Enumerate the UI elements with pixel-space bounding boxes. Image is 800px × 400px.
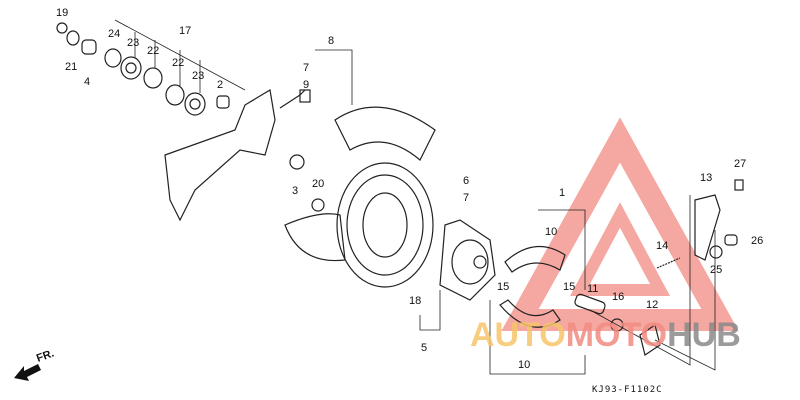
callout-13: 13 bbox=[700, 172, 712, 184]
cam-11 bbox=[574, 293, 606, 315]
callout-7b: 7 bbox=[463, 192, 469, 204]
callout-4: 4 bbox=[84, 76, 90, 88]
swing-arm bbox=[164, 89, 276, 222]
brake-shoe-lower bbox=[499, 299, 561, 328]
tire-upper bbox=[334, 106, 436, 161]
callout-3: 3 bbox=[292, 185, 298, 197]
callout-12: 12 bbox=[646, 299, 658, 311]
callout-2: 2 bbox=[217, 79, 223, 91]
collar-4 bbox=[81, 39, 97, 55]
callout-10b: 10 bbox=[518, 359, 530, 371]
callout-22b: 22 bbox=[172, 57, 184, 69]
brake-shoe-upper bbox=[504, 245, 566, 273]
callout-9: 9 bbox=[303, 79, 309, 91]
callout-8: 8 bbox=[328, 35, 334, 47]
callout-23b: 23 bbox=[192, 70, 204, 82]
washer-21 bbox=[66, 30, 80, 46]
front-arrow-icon bbox=[14, 364, 41, 381]
callout-27: 27 bbox=[734, 158, 746, 170]
callout-18: 18 bbox=[409, 295, 421, 307]
drawing-code: KJ93-F1102C bbox=[592, 385, 663, 395]
callout-16: 16 bbox=[612, 291, 624, 303]
leader-lines bbox=[114, 19, 716, 375]
callout-24: 24 bbox=[108, 28, 120, 40]
front-label: FR. bbox=[35, 347, 56, 364]
watermark-auto: AUTO bbox=[470, 316, 566, 354]
callout-6: 6 bbox=[463, 175, 469, 187]
part-drawings bbox=[56, 22, 744, 356]
callout-21: 21 bbox=[65, 61, 77, 73]
callout-11: 11 bbox=[587, 283, 598, 295]
watermark-moto: MOTO bbox=[566, 316, 667, 354]
front-direction-indicator: FR. bbox=[14, 347, 56, 381]
callout-20: 20 bbox=[312, 178, 324, 190]
watermark-hub: HUB bbox=[667, 316, 741, 354]
callout-10: 10 bbox=[545, 226, 557, 238]
callout-22: 22 bbox=[147, 45, 159, 57]
nut-19 bbox=[56, 22, 68, 34]
callout-19: 19 bbox=[56, 7, 68, 19]
callout-26: 26 bbox=[751, 235, 763, 247]
callout-15: 15 bbox=[497, 281, 509, 293]
callout-7: 7 bbox=[303, 62, 309, 74]
callout-14: 14 bbox=[656, 240, 668, 252]
callout-5: 5 bbox=[421, 342, 427, 354]
tire-lower bbox=[284, 213, 346, 262]
callout-15b: 15 bbox=[563, 281, 575, 293]
callout-17: 17 bbox=[179, 25, 191, 37]
wheel-rim bbox=[336, 162, 434, 288]
brake-panel bbox=[439, 219, 496, 301]
svg-text:AUTOMOTOHUB: AUTOMOTOHUB bbox=[470, 316, 741, 354]
callout-labels: 19 21 4 24 23 22 22 23 17 2 8 7 9 3 20 6… bbox=[56, 7, 763, 371]
callout-23: 23 bbox=[127, 37, 139, 49]
callout-25: 25 bbox=[710, 264, 722, 276]
brake-arm-13 bbox=[694, 194, 721, 261]
callout-1: 1 bbox=[559, 187, 565, 199]
watermark-logo-text: AUTOMOTOHUB bbox=[470, 316, 741, 354]
